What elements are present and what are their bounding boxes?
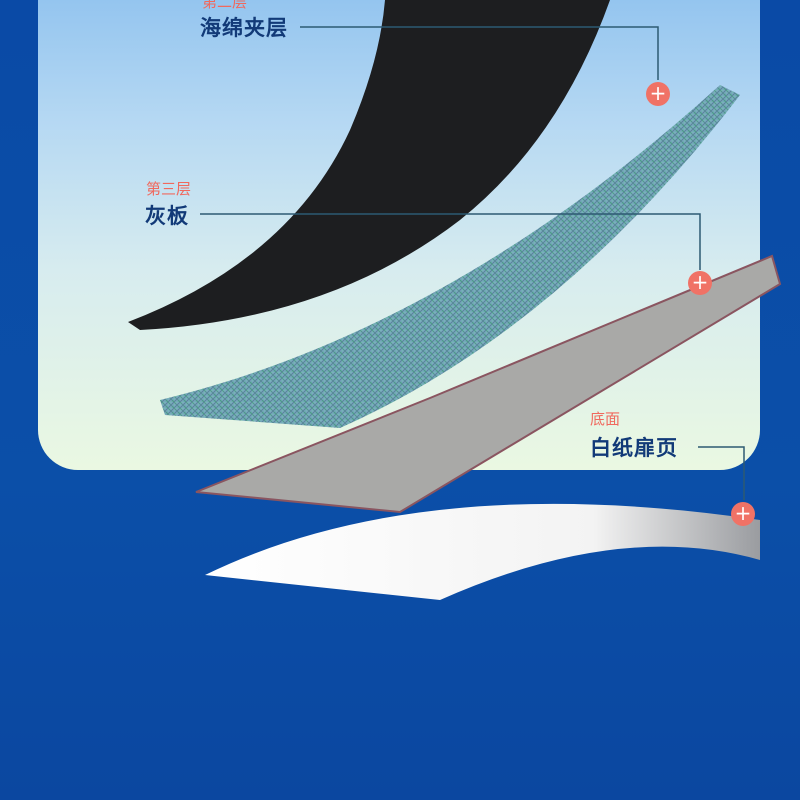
bottom-name: 白纸扉页	[590, 436, 678, 460]
black-layer	[128, 0, 610, 330]
layer-2-tag: 第二层	[202, 0, 248, 11]
layer-3-tag: 第三层	[146, 180, 192, 198]
layer-3-name: 灰板	[145, 204, 189, 228]
bottom-tag: 底面	[590, 410, 621, 428]
grey-board-layer	[195, 254, 782, 514]
plus-icon[interactable]: +	[731, 502, 755, 526]
plus-icon[interactable]: +	[688, 271, 712, 295]
plus-icon[interactable]: +	[646, 82, 670, 106]
layer-2-name: 海绵夹层	[200, 16, 288, 40]
white-endpaper-layer	[205, 503, 760, 600]
sponge-layer	[160, 85, 740, 428]
